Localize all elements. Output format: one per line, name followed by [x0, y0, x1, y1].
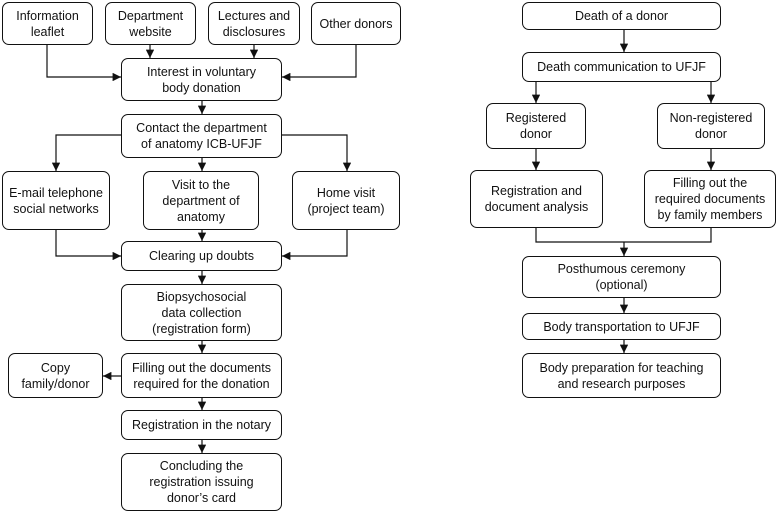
arrow-email-to-doubts: [55, 230, 121, 261]
home-visit-node: Home visit (project team): [292, 171, 400, 230]
arrow-leaflet-to-interest: [46, 45, 121, 82]
visit-department-node: Visit to the department of anatomy: [143, 171, 259, 230]
department-website-node: Department website: [105, 2, 196, 45]
copy-family-donor-node: Copy family/donor: [8, 353, 103, 398]
filling-documents-node: Filling out the documents required for t…: [121, 353, 282, 398]
other-donors-node: Other donors: [311, 2, 401, 45]
clearing-doubts-node: Clearing up doubts: [121, 241, 282, 271]
registered-donor-node: Registered donor: [486, 103, 586, 149]
death-communication-node: Death communication to UFJF: [522, 52, 721, 82]
registration-notary-node: Registration in the notary: [121, 410, 282, 440]
information-leaflet-node: Information leaflet: [2, 2, 93, 45]
concluding-registration-node: Concluding the registration issuing dono…: [121, 453, 282, 511]
body-transportation-node: Body transportation to UFJF: [522, 313, 721, 340]
lectures-disclosures-node: Lectures and disclosures: [208, 2, 300, 45]
biopsychosocial-node: Biopsychosocial data collection (registr…: [121, 284, 282, 341]
email-telephone-node: E-mail telephone social networks: [2, 171, 110, 230]
join-line-to-ceremony: [535, 228, 712, 243]
non-registered-donor-node: Non-registered donor: [657, 103, 765, 149]
arrow-homevisit-to-doubts: [282, 230, 348, 261]
posthumous-ceremony-node: Posthumous ceremony (optional): [522, 256, 721, 298]
arrow-contact-to-homevisit: [282, 134, 352, 171]
arrow-contact-to-email: [51, 134, 121, 171]
registration-analysis-node: Registration and document analysis: [470, 170, 603, 228]
filling-family-documents-node: Filling out the required documents by fa…: [644, 170, 776, 228]
death-of-donor-node: Death of a donor: [522, 2, 721, 30]
contact-department-node: Contact the department of anatomy ICB-UF…: [121, 114, 282, 158]
interest-voluntary-donation-node: Interest in voluntary body donation: [121, 58, 282, 101]
body-preparation-node: Body preparation for teaching and resear…: [522, 353, 721, 398]
arrow-otherdonors-to-interest: [282, 45, 357, 82]
